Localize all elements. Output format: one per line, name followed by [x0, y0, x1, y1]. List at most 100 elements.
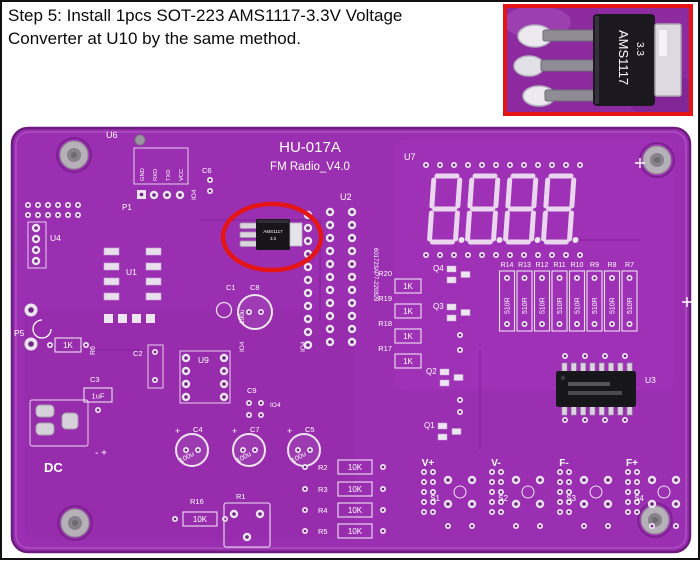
svg-text:Q2: Q2 [426, 367, 437, 376]
step-instruction: Step 5: Install 1pcs SOT-223 AMS1117-3.3… [8, 4, 498, 50]
highlight-ellipse [220, 201, 324, 273]
svg-text:U3: U3 [645, 375, 656, 385]
label-c1: C1 [226, 283, 236, 292]
svg-text:P1: P1 [122, 203, 132, 212]
hole-u6 [134, 134, 146, 146]
svg-text:C9: C9 [247, 386, 257, 395]
button-s3: F- S3 [557, 458, 612, 529]
svg-text:R5: R5 [318, 527, 328, 536]
dc-jack: - + DC [29, 399, 107, 475]
cap-c3: C3 1uF [83, 375, 113, 413]
svg-text:Q4: Q4 [433, 264, 444, 273]
serial-number: 601723AP7-220829 [372, 248, 378, 302]
transistors: Q4 Q3 Q2 Q1 [424, 264, 471, 441]
svg-text:U1: U1 [126, 267, 137, 277]
cap-c8: C8 100u [237, 283, 273, 330]
svg-text:R12: R12 [536, 262, 549, 269]
svg-text:P5: P5 [14, 328, 25, 338]
zoom-inset-photo: AMS1117 3.3 [503, 4, 700, 120]
svg-text:F-: F- [559, 458, 568, 469]
label-c6: C6 [202, 166, 212, 175]
display-footprint-u7: U7 [404, 152, 583, 258]
button-s4: F+ S4 [625, 458, 680, 529]
svg-text:R11: R11 [553, 262, 565, 269]
svg-text:+: + [287, 426, 292, 436]
svg-text:R2: R2 [318, 463, 328, 472]
svg-text:R10: R10 [571, 262, 584, 269]
component-legs [540, 29, 598, 102]
svg-text:R19: R19 [378, 294, 392, 303]
svg-text:Q1: Q1 [424, 421, 435, 430]
ic-footprint-u1: U1 [103, 247, 162, 323]
svg-text:V+: V+ [422, 458, 435, 469]
bottom-resistors: R2 R3 R4 R5 [302, 459, 386, 539]
svg-text:C5: C5 [305, 425, 315, 434]
board-subtitle: FM Radio_V4.0 [270, 161, 350, 173]
svg-text:+: + [232, 426, 237, 436]
mounting-hole-top-right [639, 142, 675, 178]
cap-c2: C2 [133, 344, 164, 389]
instruction-line-1: Step 5: Install 1pcs SOT-223 AMS1117-3.3… [8, 6, 403, 25]
connector-p5: P5 [14, 303, 52, 351]
module-u2-footprint: U2 601723AP7-220829 [304, 192, 378, 349]
svg-text:R18: R18 [378, 319, 392, 328]
label-io4: IO4 [300, 341, 307, 352]
svg-text:U7: U7 [404, 152, 416, 162]
svg-text:R3: R3 [318, 485, 328, 494]
svg-text:100u: 100u [239, 309, 246, 324]
svg-text:DC: DC [44, 460, 63, 475]
u10-tab [289, 222, 303, 247]
svg-text:R4: R4 [318, 506, 328, 515]
u10-body [256, 219, 290, 250]
resistor-bank: R14 R13 R12 R11 R10 R9 R8 R7 [500, 262, 638, 331]
button-s1: V+ S1 [421, 458, 476, 529]
connector-u4: U4 [25, 202, 81, 269]
svg-text:C2: C2 [133, 349, 143, 358]
svg-text:VCC: VCC [179, 169, 185, 181]
svg-text:S1: S1 [430, 494, 440, 503]
svg-text:R1: R1 [236, 492, 246, 501]
ic-footprint-u9: U9 [179, 350, 231, 404]
svg-text:IO4: IO4 [270, 402, 281, 409]
trimpot-r1: R1 [223, 492, 271, 548]
svg-text:S2: S2 [498, 494, 508, 503]
inset-graphic: AMS1117 3.3 [503, 6, 700, 120]
chip-marking-line2: 3.3 [634, 42, 645, 56]
svg-text:R20: R20 [378, 269, 392, 278]
svg-text:U4: U4 [50, 233, 61, 243]
component-u10: AMS1117 3.3 [239, 219, 303, 250]
mounting-hole-bottom-left [57, 505, 93, 541]
svg-text:C3: C3 [90, 375, 100, 384]
cap-c4: + C4 100u [175, 425, 208, 466]
svg-text:C8: C8 [250, 283, 260, 292]
svg-text:R7: R7 [625, 262, 634, 269]
svg-text:1uF: 1uF [92, 392, 105, 401]
resistor-r6: R6 [47, 337, 97, 355]
label-io4: IO4 [191, 189, 198, 200]
svg-text:S4: S4 [634, 494, 644, 503]
mounting-hole-bottom-right [637, 502, 673, 538]
svg-text:3.3: 3.3 [270, 236, 276, 241]
board-title: HU-017A [279, 139, 341, 156]
cap-c7: + C7 100u [232, 425, 265, 466]
svg-text:V-: V- [491, 458, 500, 469]
svg-text:R16: R16 [190, 497, 204, 506]
svg-text:RXD: RXD [153, 169, 159, 181]
svg-text:Q3: Q3 [433, 302, 444, 311]
label-u6: U6 [106, 130, 118, 140]
driver-resistors: R20 R19 R18 R17 [378, 269, 422, 369]
svg-text:GND: GND [140, 168, 146, 181]
svg-text:U2: U2 [340, 192, 352, 202]
pcb-photo: 510R 1K 10K [0, 120, 700, 560]
svg-text:C4: C4 [193, 425, 203, 434]
header-p1: GND RXD TXD VCC P1 [122, 147, 189, 212]
svg-text:U9: U9 [198, 355, 209, 365]
cap-c1 [215, 301, 233, 319]
svg-text:R6: R6 [90, 346, 97, 355]
svg-text:C7: C7 [250, 425, 260, 434]
svg-text:R8: R8 [608, 262, 617, 269]
svg-text:TXD: TXD [166, 169, 172, 181]
button-s2: V- S2 [489, 458, 544, 529]
svg-text:S3: S3 [566, 494, 576, 503]
cap-c9: C9 IO4 [246, 386, 281, 418]
